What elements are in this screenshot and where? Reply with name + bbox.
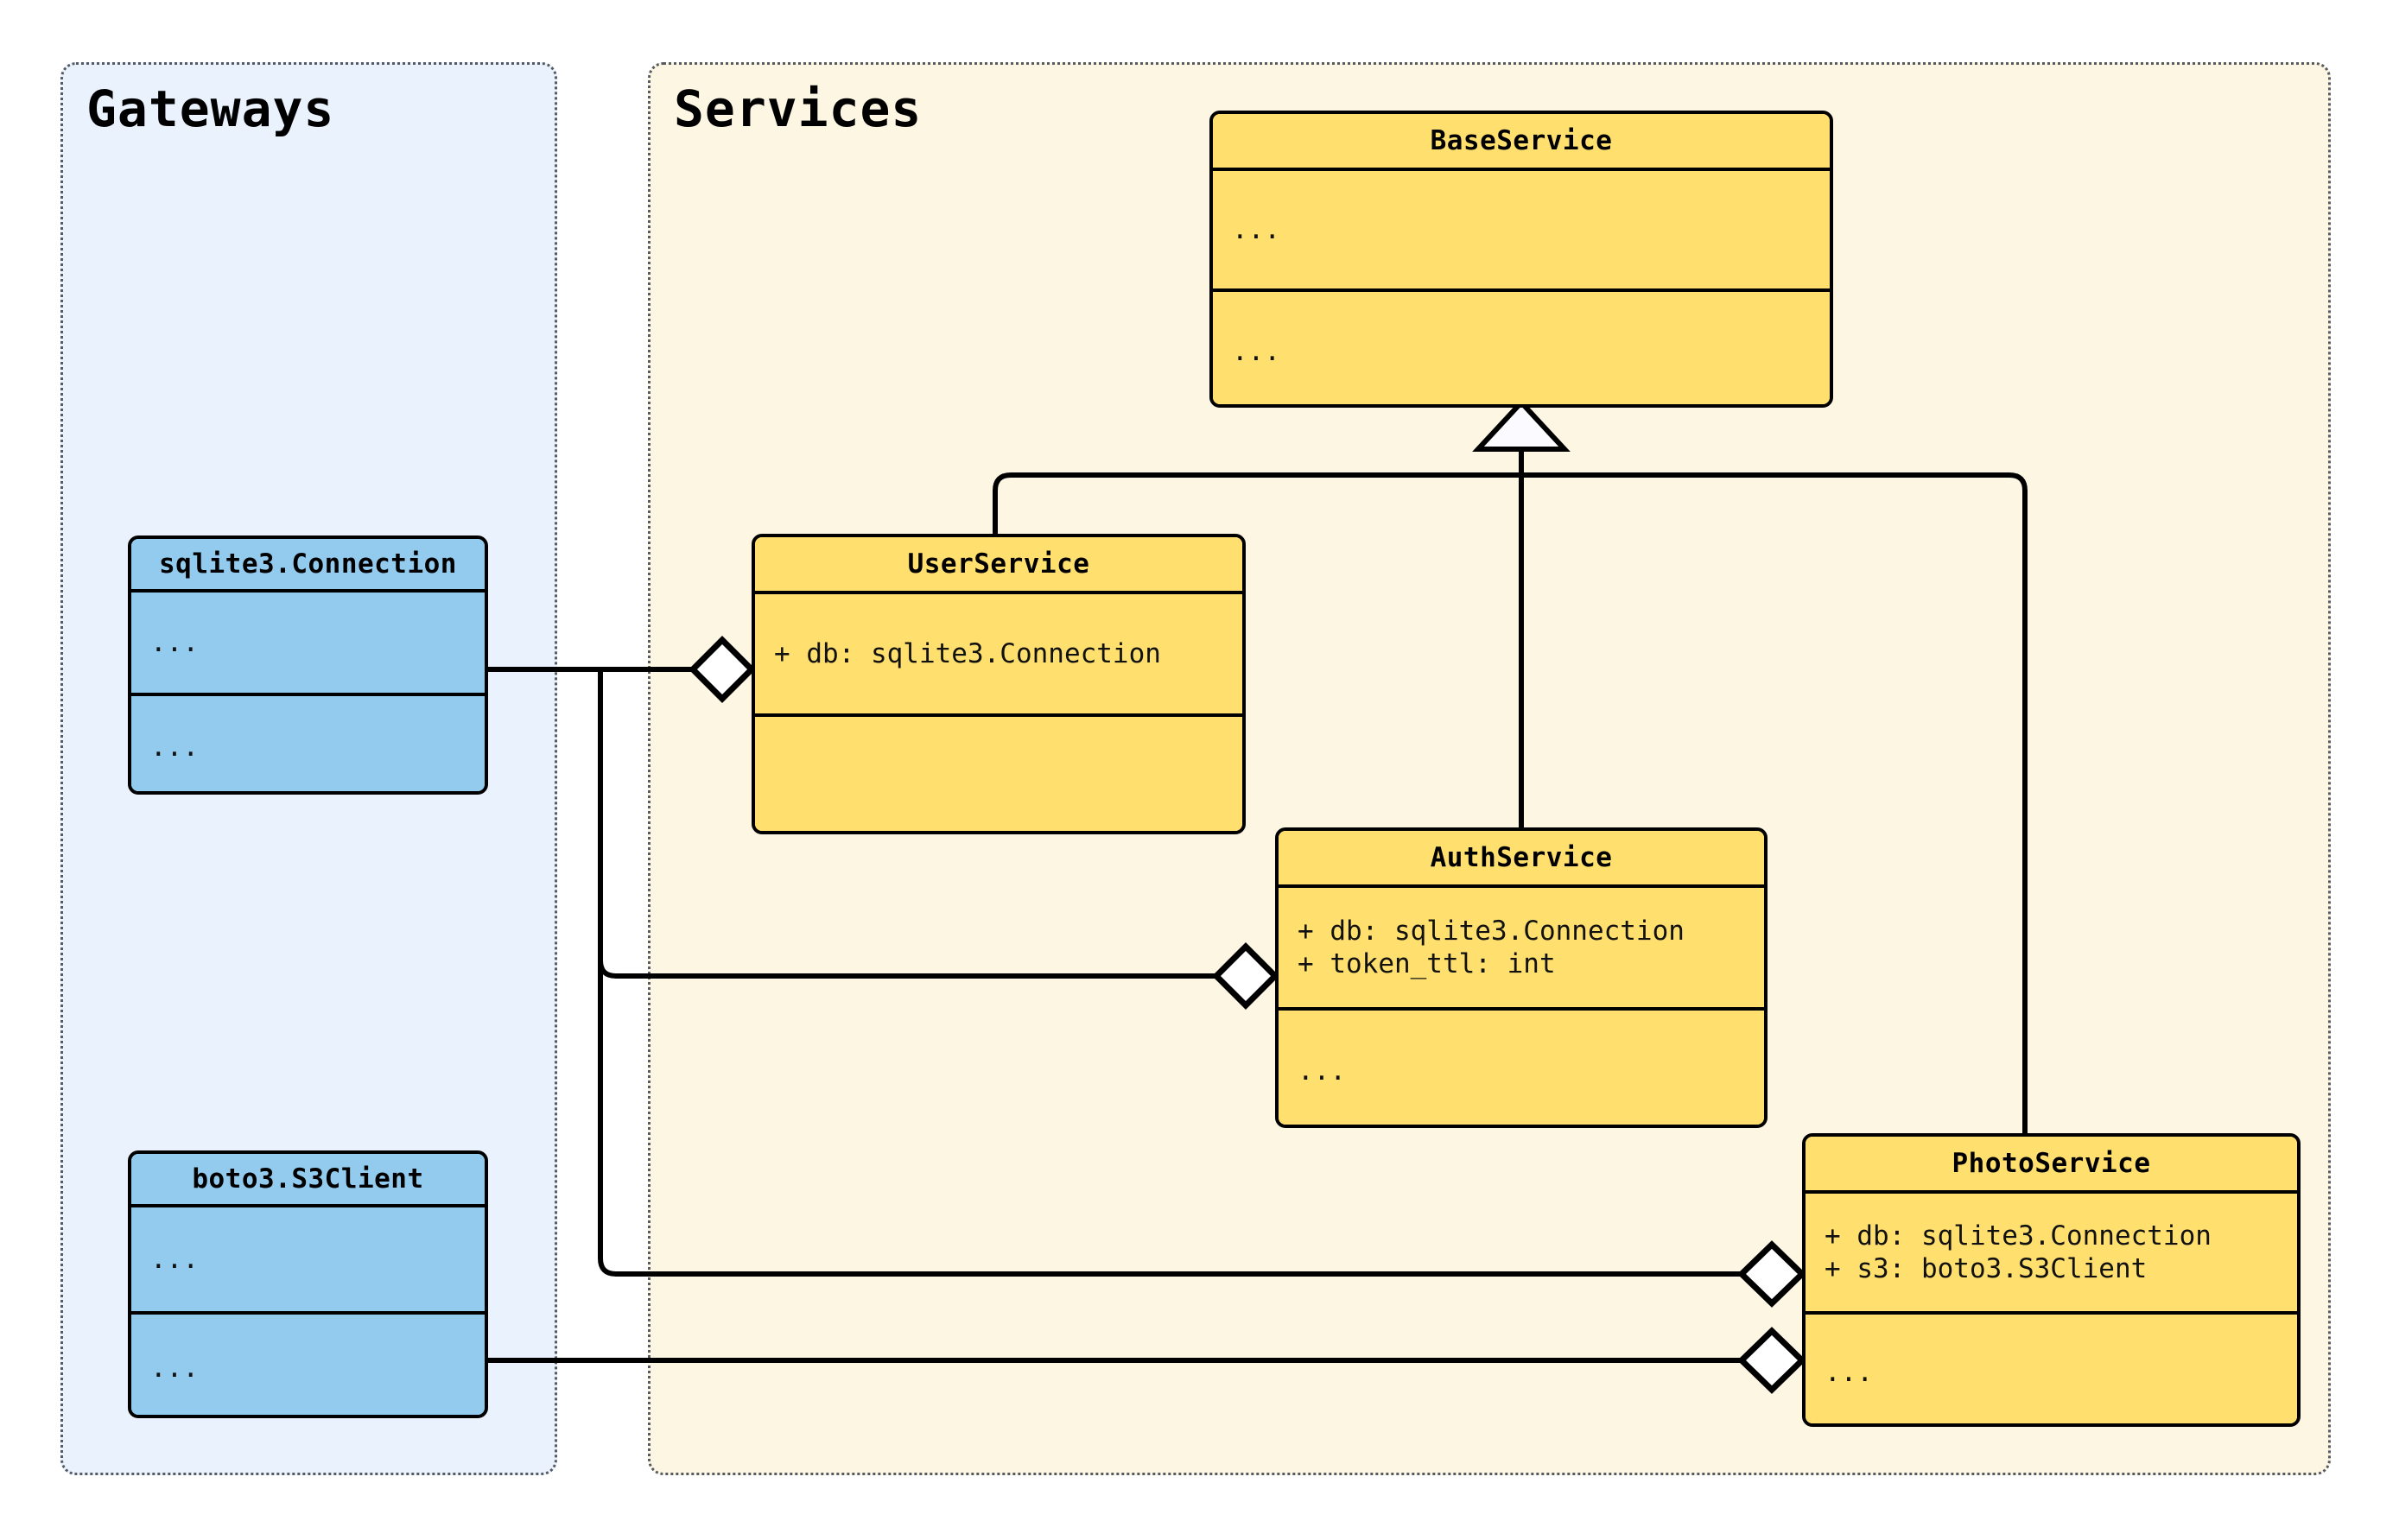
class-name-userservice: UserService bbox=[907, 548, 1090, 580]
class-methods-line: ... bbox=[150, 732, 199, 763]
class-compartment-methods-authservice: ... bbox=[1279, 1007, 1764, 1125]
class-attributes-line: + s3: boto3.S3Client bbox=[1825, 1253, 2148, 1284]
class-box-boto3s3client[interactable]: boto3.S3Client...... bbox=[128, 1150, 488, 1418]
package-services-title: Services bbox=[674, 79, 923, 138]
class-name-sqlite3connection: sqlite3.Connection bbox=[159, 548, 457, 580]
class-box-photoservice[interactable]: PhotoService + db: sqlite3.Connection+ s3… bbox=[1802, 1133, 2301, 1427]
class-compartment-attributes-authservice: + db: sqlite3.Connection+ token_ttl: int bbox=[1279, 884, 1764, 1007]
class-box-sqlite3connection[interactable]: sqlite3.Connection...... bbox=[128, 536, 488, 795]
class-compartment-attributes-photoservice: + db: sqlite3.Connection+ s3: boto3.S3Cl… bbox=[1806, 1190, 2297, 1311]
class-compartment-methods-photoservice: ... bbox=[1806, 1311, 2297, 1423]
class-compartment-methods-sqlite3connection: ... bbox=[131, 693, 485, 791]
class-compartment-name-authservice: AuthService bbox=[1279, 831, 1764, 884]
class-attributes-line: ... bbox=[1232, 214, 1280, 245]
class-compartment-methods-baseservice: ... bbox=[1213, 288, 1830, 404]
class-compartment-name-photoservice: PhotoService bbox=[1806, 1137, 2297, 1190]
class-methods-line: ... bbox=[1825, 1357, 1873, 1388]
class-name-baseservice: BaseService bbox=[1430, 125, 1613, 156]
class-attributes-line: ... bbox=[150, 1244, 199, 1275]
class-compartment-methods-boto3s3client: ... bbox=[131, 1311, 485, 1415]
class-box-userservice[interactable]: UserService + db: sqlite3.Connection bbox=[752, 534, 1246, 834]
class-compartment-name-baseservice: BaseService bbox=[1213, 114, 1830, 168]
class-compartment-attributes-userservice: + db: sqlite3.Connection bbox=[755, 591, 1242, 713]
class-compartment-name-userservice: UserService bbox=[755, 537, 1242, 591]
class-compartment-name-sqlite3connection: sqlite3.Connection bbox=[131, 539, 485, 589]
class-methods-line: ... bbox=[150, 1353, 199, 1384]
class-attributes-line: ... bbox=[150, 627, 199, 658]
class-attributes-line: + db: sqlite3.Connection bbox=[774, 638, 1161, 669]
class-compartment-attributes-boto3s3client: ... bbox=[131, 1204, 485, 1311]
class-methods-line: ... bbox=[1298, 1055, 1346, 1087]
class-attributes-line: + db: sqlite3.Connection bbox=[1825, 1220, 2212, 1252]
class-compartment-name-boto3s3client: boto3.S3Client bbox=[131, 1154, 485, 1204]
class-name-boto3s3client: boto3.S3Client bbox=[192, 1163, 424, 1195]
class-compartment-attributes-baseservice: ... bbox=[1213, 168, 1830, 288]
class-box-authservice[interactable]: AuthService + db: sqlite3.Connection+ tok… bbox=[1275, 827, 1768, 1128]
package-gateways-title: Gateways bbox=[86, 79, 335, 138]
class-attributes-line: + db: sqlite3.Connection bbox=[1298, 916, 1685, 947]
class-attributes-line: + token_ttl: int bbox=[1298, 948, 1556, 979]
class-methods-line: ... bbox=[1232, 336, 1280, 367]
class-name-photoservice: PhotoService bbox=[1952, 1148, 2151, 1179]
class-compartment-methods-userservice bbox=[755, 713, 1242, 831]
class-compartment-attributes-sqlite3connection: ... bbox=[131, 589, 485, 693]
class-box-baseservice[interactable]: BaseService...... bbox=[1209, 111, 1833, 408]
class-name-authservice: AuthService bbox=[1430, 842, 1613, 873]
